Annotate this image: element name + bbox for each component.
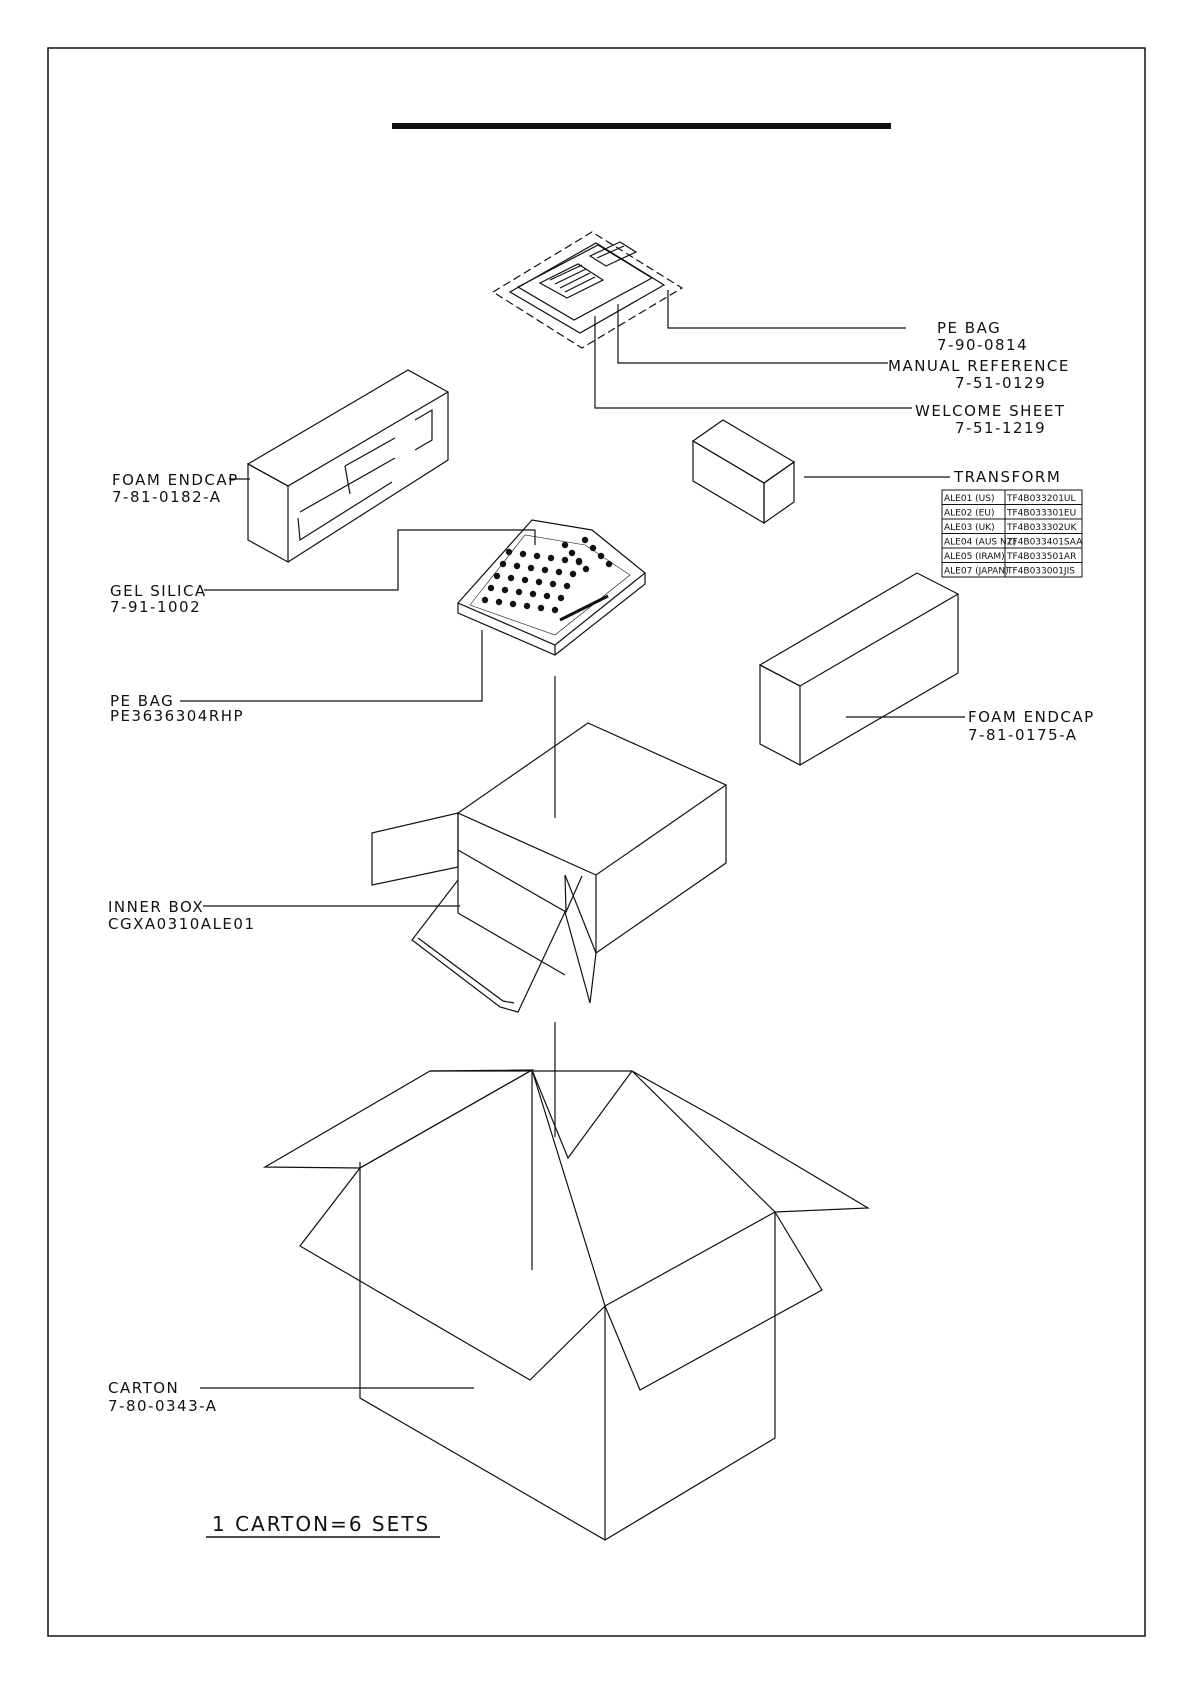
- mixer-knob-icon: [551, 606, 559, 614]
- mixer-knob-icon: [509, 600, 517, 608]
- mixer-knob-icon: [535, 578, 543, 586]
- inner-box-name: INNER BOX: [108, 898, 204, 916]
- mixer-knob-icon: [555, 568, 563, 576]
- mixer-knob-icon: [529, 590, 537, 598]
- mixer-knob-icon: [597, 552, 605, 560]
- carton-name: CARTON: [108, 1379, 179, 1397]
- manual-name: MANUAL REFERENCE: [888, 357, 1070, 375]
- carton-code: 7-80-0343-A: [108, 1397, 217, 1415]
- mixer-knob-icon: [569, 570, 577, 578]
- leader-pe-bag-top: [667, 290, 906, 329]
- mixer-knob-icon: [547, 554, 555, 562]
- mixer-knob-icon: [549, 580, 557, 588]
- transform-model-cell: ALE01 (US): [944, 494, 995, 504]
- pe-bag-mixer-name: PE BAG: [110, 692, 174, 710]
- manual-code: 7-51-0129: [955, 374, 1046, 392]
- foam-right-code: 7-81-0175-A: [968, 726, 1077, 744]
- mixer-knob-icon: [521, 576, 529, 584]
- mixer-knob-icon: [541, 566, 549, 574]
- transform-name: TRANSFORM: [953, 468, 1061, 486]
- leader-gel: [204, 529, 536, 591]
- transform-part-cell: TF4B033201UL: [1006, 494, 1076, 504]
- gel-code: 7-91-1002: [110, 598, 201, 616]
- transform-table-grid: [941, 489, 1083, 578]
- pe-bag-top-name: PE BAG: [937, 319, 1001, 337]
- mixer-knob-icon: [487, 584, 495, 592]
- foam-left-name: FOAM ENDCAP: [112, 471, 239, 489]
- mixer-knob-icon: [493, 572, 501, 580]
- transform-part-cell: TF4B033001JIS: [1006, 567, 1075, 577]
- mixer-knob-icon: [581, 536, 589, 544]
- mixer-knob-icon: [605, 560, 613, 568]
- mixer-knob-icon: [507, 574, 515, 582]
- pe-bag-mixer-code: PE3636304RHP: [110, 707, 244, 725]
- mixer-knob-icon: [561, 556, 569, 564]
- mixer-illustration: [456, 519, 646, 656]
- mixer-knob-icon: [523, 602, 531, 610]
- inner-box-code: CGXA0310ALE01: [108, 915, 256, 933]
- mixer-knob-icon: [505, 548, 513, 556]
- transform-model-cell: ALE05 (IRAM): [944, 552, 1005, 562]
- foam-endcap-right-illustration: [758, 572, 960, 766]
- leader-pe-bag-mixer: [180, 630, 483, 702]
- inner-box-illustration: [371, 722, 728, 1013]
- pe-bag-top-code: 7-90-0814: [937, 336, 1028, 354]
- mixer-knob-icon: [561, 541, 569, 549]
- mixer-knob-icon: [537, 604, 545, 612]
- leader-manual: [617, 304, 888, 364]
- transformer-illustration: [691, 419, 796, 525]
- mixer-knob-icon: [527, 564, 535, 572]
- mixer-knob-icon: [589, 544, 597, 552]
- mixer-knob-icon: [582, 565, 590, 573]
- mixer-knob-icon: [519, 550, 527, 558]
- drawing-frame: [47, 47, 1146, 1637]
- carton-illustration: [262, 1069, 871, 1541]
- mixer-knob-icon: [557, 594, 565, 602]
- transform-part-cell: TF4B033401SAA: [1006, 538, 1083, 548]
- gel-name: GEL SILICA: [110, 582, 207, 600]
- leader-welcome: [594, 316, 912, 409]
- foam-right-name: FOAM ENDCAP: [968, 708, 1095, 726]
- welcome-name: WELCOME SHEET: [915, 402, 1066, 420]
- mixer-knob-icon: [495, 598, 503, 606]
- mixer-knobs: [481, 536, 613, 614]
- mixer-knob-icon: [533, 552, 541, 560]
- transform-model-cell: ALE02 (EU): [944, 509, 994, 519]
- transform-model-cell: ALE07 (JAPAN): [944, 567, 1009, 577]
- foam-left-code: 7-81-0182-A: [112, 488, 221, 506]
- mixer-knob-icon: [563, 582, 571, 590]
- transform-model-cell: ALE03 (UK): [944, 523, 995, 533]
- mixer-knob-icon: [515, 588, 523, 596]
- welcome-code: 7-51-1219: [955, 419, 1046, 437]
- foam-endcap-left-illustration: [246, 369, 450, 564]
- document-stack-illustration: [491, 231, 684, 349]
- transform-part-cell: TF4B033301EU: [1006, 509, 1076, 519]
- mixer-knob-icon: [513, 562, 521, 570]
- mixer-knob-icon: [543, 592, 551, 600]
- transform-model-cell: ALE04 (AUS NZ): [944, 538, 1016, 548]
- transform-part-cell: TF4B033302UK: [1006, 523, 1078, 533]
- mixer-knob-icon: [499, 560, 507, 568]
- footer-note: 1 CARTON=6 SETS: [212, 1512, 430, 1536]
- mixer-knob-icon: [575, 557, 583, 565]
- mixer-knob-icon: [481, 596, 489, 604]
- mixer-knob-icon: [568, 549, 576, 557]
- mixer-knob-icon: [501, 586, 509, 594]
- transform-part-cell: TF4B033501AR: [1006, 552, 1076, 562]
